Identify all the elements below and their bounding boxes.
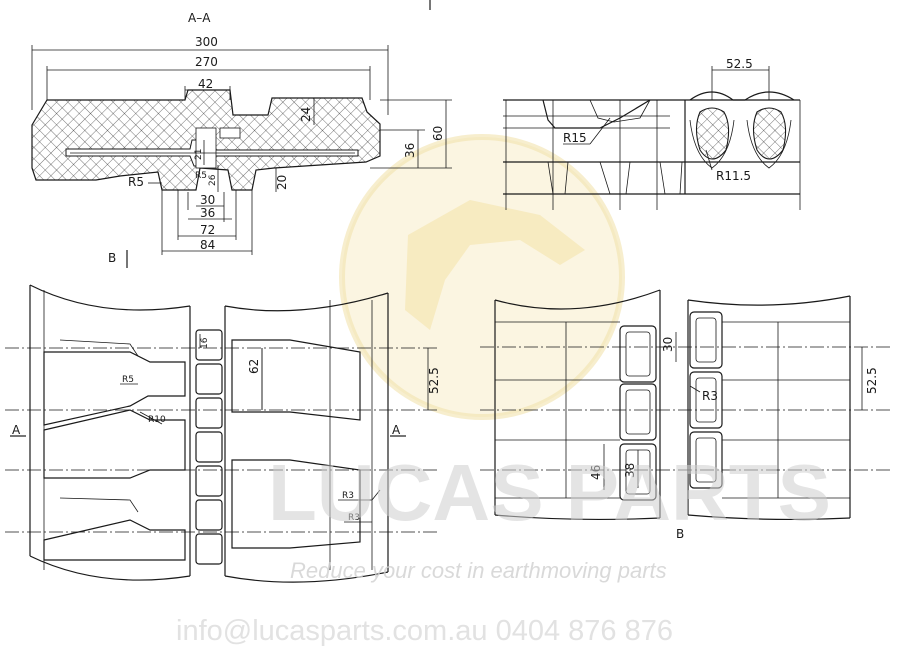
- section-label: A–A: [188, 11, 211, 25]
- dim-60: 60: [431, 126, 445, 141]
- dim-52-5-right: 52.5: [865, 367, 879, 394]
- dim-52-5-top: 52.5: [726, 57, 753, 71]
- radius-r10: R10: [148, 415, 166, 425]
- radius-r5-left: R5: [128, 175, 144, 189]
- dim-16: 16: [200, 337, 210, 349]
- brand-logo-watermark: [339, 134, 625, 420]
- dim-30: 30: [200, 193, 215, 207]
- bottom-view-b: 30 52.5 46 38 R3 B: [480, 289, 890, 541]
- radius-r3-lower: R3: [348, 513, 360, 523]
- radius-r11-5: R11.5: [716, 169, 751, 183]
- watermark-brand: LUCAS PARTS: [268, 448, 831, 537]
- dim-72: 72: [200, 223, 215, 237]
- dim-26: 26: [208, 174, 218, 186]
- view-mark-a-left: A: [12, 423, 21, 437]
- radius-r3-bottom: R3: [702, 389, 718, 403]
- dim-24: 24: [299, 107, 313, 122]
- radius-r5-plan: R5: [122, 375, 134, 385]
- view-mark-b-bottom: B: [676, 527, 684, 541]
- dim-84: 84: [200, 238, 215, 252]
- plan-view-left: 16 62 52.5 R5 R10 R3 R3 A A: [5, 284, 441, 583]
- view-mark-a-right: A: [392, 423, 401, 437]
- side-view: 52.5 R15 R11.5: [503, 57, 801, 210]
- dim-300: 300: [195, 35, 218, 49]
- dim-42: 42: [198, 77, 213, 91]
- dim-46: 46: [589, 465, 603, 480]
- dim-270: 270: [195, 55, 218, 69]
- view-mark-b-top: B: [108, 251, 116, 265]
- watermark-contact: info@lucasparts.com.au 0404 876 876: [176, 615, 673, 647]
- dim-36b: 36: [200, 206, 215, 220]
- dim-30-bottom: 30: [661, 337, 675, 352]
- radius-r3-upper: R3: [342, 491, 354, 501]
- dim-38: 38: [623, 463, 637, 478]
- radius-r15: R15: [563, 131, 587, 145]
- section-view-a-a: A–A 300 270 42 24 60 36: [31, 0, 452, 268]
- watermark-text: LUCAS PARTS Reduce your cost in earthmov…: [176, 448, 831, 647]
- dim-21: 21: [194, 149, 204, 160]
- dim-36: 36: [403, 143, 417, 158]
- watermark-tagline: Reduce your cost in earthmoving parts: [290, 558, 667, 583]
- radius-r5-center: R5: [195, 171, 207, 181]
- dim-52-5-left: 52.5: [427, 367, 441, 394]
- dim-62: 62: [247, 359, 261, 374]
- dim-20: 20: [275, 175, 289, 190]
